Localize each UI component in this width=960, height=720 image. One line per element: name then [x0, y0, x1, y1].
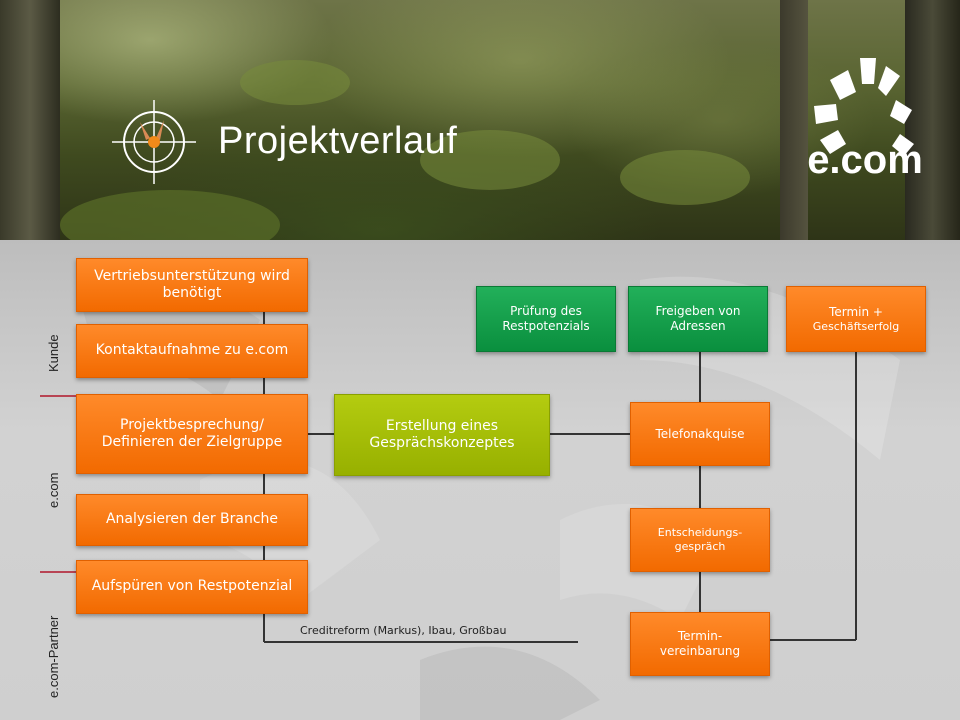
step-vertriebsunterstuetzung: Vertriebsunterstützung wird benötigt — [76, 258, 308, 312]
step-kontaktaufnahme: Kontaktaufnahme zu e.com — [76, 324, 308, 378]
step-terminvereinbarung: Termin- vereinbarung — [630, 612, 770, 676]
logo-text: e.com — [807, 138, 923, 182]
step-telefonakquise: Telefonakquise — [630, 402, 770, 466]
step-label-line2: Geschäftserfolg — [812, 319, 900, 333]
moss-rock — [620, 150, 750, 205]
lane-label-kunde: Kunde — [46, 334, 61, 372]
step-label: Entscheidungs- gespräch — [657, 526, 743, 553]
step-label-line1: Termin + — [829, 304, 883, 319]
lane-label-ecom: e.com — [46, 472, 61, 508]
step-entscheidungsgespraech: Entscheidungs- gespräch — [630, 508, 770, 572]
page-title: Projektverlauf — [218, 120, 458, 162]
step-label: Projektbesprechung/ Definieren der Zielg… — [101, 416, 283, 451]
step-analysieren: Analysieren der Branche — [76, 494, 308, 546]
step-label: Freigeben von Adressen — [655, 304, 741, 333]
tree-trunk — [780, 0, 808, 240]
target-icon — [112, 100, 196, 184]
partner-note: Creditreform (Markus), Ibau, Großbau — [300, 624, 507, 637]
tree-trunk — [905, 0, 960, 240]
step-pruefung-restpotenzial: Prüfung des Restpotenzials — [476, 286, 616, 352]
moss-rock — [420, 130, 560, 190]
step-projektbesprechung: Projektbesprechung/ Definieren der Zielg… — [76, 394, 308, 474]
tree-trunk — [0, 0, 60, 240]
lane-label-partner: e.com-Partner — [46, 615, 61, 698]
moss-rock — [240, 60, 350, 105]
header-photo: Projektverlauf e.com — [0, 0, 960, 240]
step-label: Analysieren der Branche — [105, 511, 279, 528]
step-label: Erstellung eines Gesprächskonzeptes — [369, 417, 515, 452]
step-gespraechskonzept: Erstellung eines Gesprächskonzeptes — [334, 394, 550, 476]
step-label: Aufspüren von Restpotenzial — [91, 578, 293, 595]
step-label: Telefonakquise — [655, 426, 745, 441]
step-termin-geschaeftserfolg: Termin + Geschäftserfolg — [786, 286, 926, 352]
ecom-logo-icon — [814, 58, 914, 156]
step-label: Prüfung des Restpotenzials — [502, 304, 590, 333]
step-label: Kontaktaufnahme zu e.com — [95, 342, 289, 359]
step-label: Termin- vereinbarung — [659, 629, 741, 658]
moss-rock — [60, 190, 280, 240]
step-aufspueren: Aufspüren von Restpotenzial — [76, 560, 308, 614]
step-freigeben-adressen: Freigeben von Adressen — [628, 286, 768, 352]
step-label: Vertriebsunterstützung wird benötigt — [94, 267, 290, 302]
